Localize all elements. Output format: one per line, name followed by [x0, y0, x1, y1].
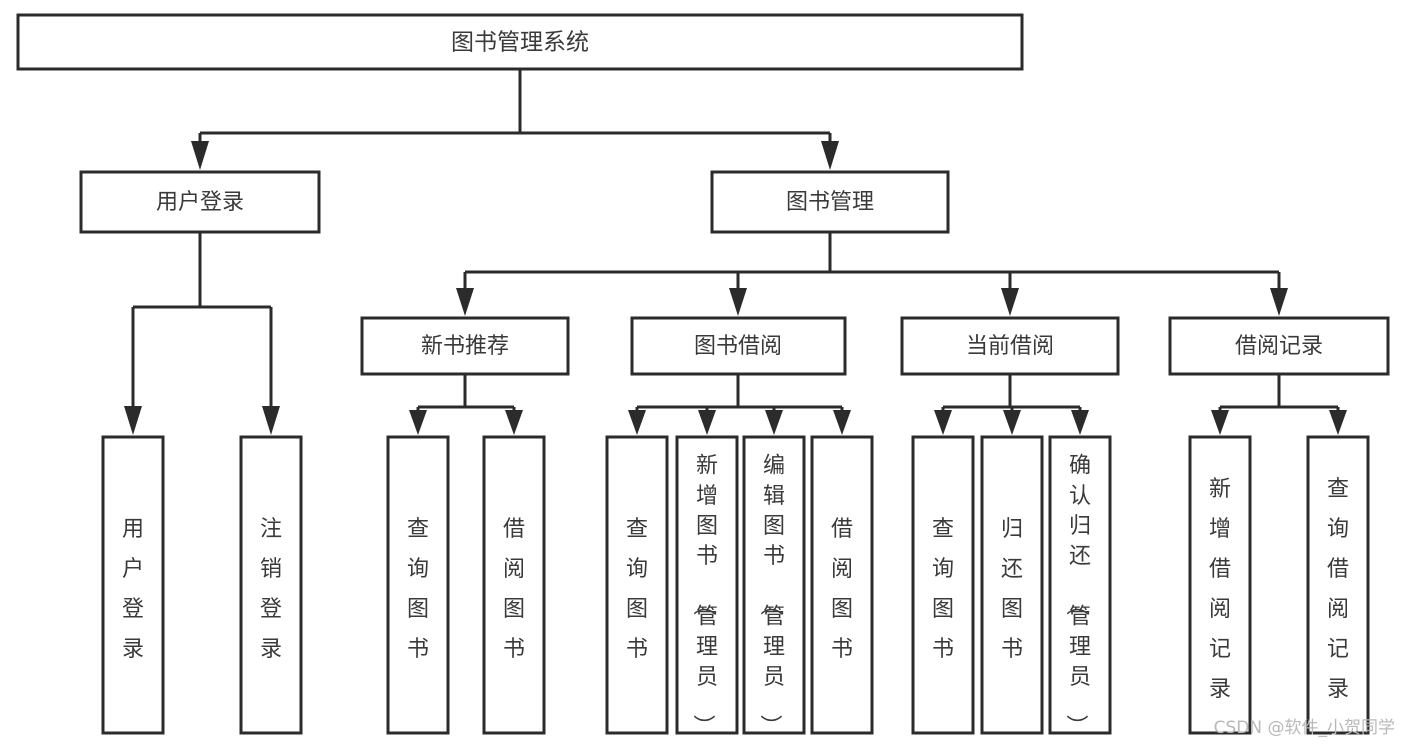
node-leaf-add-record[interactable]: 新增借阅记录: [1188, 435, 1252, 735]
node-new-book-rec-box[interactable]: [360, 316, 570, 376]
node-borrow-record-label: 借阅记录: [1235, 334, 1323, 359]
arrow-head-leaf-borrow-book-1: [505, 410, 523, 435]
node-root-box[interactable]: [16, 13, 1024, 71]
node-leaf-borrow-book-1-label: 借阅图书: [503, 517, 525, 662]
node-new-book-rec-label: 新书推荐: [421, 334, 509, 359]
node-current-borrow-box[interactable]: [900, 316, 1120, 376]
arrow-head-leaf-return-book: [1003, 410, 1021, 435]
node-leaf-query-book-1[interactable]: 查询图书: [386, 435, 450, 735]
csdn-watermark: CSDN @软件_小贺同学: [1214, 718, 1395, 738]
node-borrow-record-box[interactable]: [1168, 316, 1390, 376]
node-leaf-borrow-book-2-label: 借阅图书: [831, 517, 853, 662]
connector-layer: [124, 69, 1347, 435]
arrow-head-current-borrow: [1001, 288, 1019, 316]
node-leaf-user-logout-box[interactable]: [239, 435, 303, 735]
node-user-login-label: 用户登录: [156, 190, 244, 215]
node-new-book-rec[interactable]: 新书推荐: [360, 316, 570, 376]
arrow-head-user-login: [191, 141, 209, 170]
node-leaf-borrow-book-2-box[interactable]: [810, 435, 874, 735]
node-root-label: 图书管理系统: [451, 30, 589, 56]
node-leaf-borrow-book-2[interactable]: 借阅图书: [810, 435, 874, 735]
node-leaf-edit-book[interactable]: 编辑图书（管理员）: [742, 435, 806, 737]
arrow-head-leaf-query-book-3: [934, 410, 952, 435]
node-leaf-query-record-box[interactable]: [1306, 435, 1370, 735]
node-leaf-query-book-2-box[interactable]: [605, 435, 669, 735]
node-leaf-user-logout-label: 注销登录: [260, 517, 282, 662]
arrow-head-book-manage: [821, 141, 839, 170]
node-leaf-return-book[interactable]: 归还图书: [980, 435, 1044, 735]
arrow-head-leaf-add-book: [698, 410, 716, 435]
node-leaf-return-book-label: 归还图书: [1001, 517, 1023, 662]
node-leaf-borrow-book-1[interactable]: 借阅图书: [482, 435, 546, 735]
node-leaf-query-record-label: 查询借阅记录: [1327, 477, 1349, 702]
node-leaf-query-book-3-label: 查询图书: [932, 517, 954, 662]
node-borrow-record[interactable]: 借阅记录: [1168, 316, 1390, 376]
node-leaf-edit-book-label: 编辑图书（管理员）: [757, 454, 785, 737]
arrow-head-new-book-rec: [456, 288, 474, 316]
arrow-head-leaf-confirm-return: [1071, 410, 1089, 435]
node-leaf-query-book-2-label: 查询图书: [626, 517, 648, 662]
node-leaf-query-book-1-label: 查询图书: [407, 517, 429, 662]
node-leaf-user-logout[interactable]: 注销登录: [239, 435, 303, 735]
node-leaf-query-record[interactable]: 查询借阅记录: [1306, 435, 1370, 735]
node-root[interactable]: 图书管理系统: [16, 13, 1024, 71]
node-leaf-user-login-label: 用户登录: [122, 517, 144, 662]
node-leaf-query-book-3-box[interactable]: [911, 435, 975, 735]
node-user-login-box[interactable]: [79, 170, 321, 234]
node-book-manage[interactable]: 图书管理: [710, 170, 950, 234]
arrow-head-leaf-user-logout: [262, 406, 280, 435]
node-current-borrow-label: 当前借阅: [966, 334, 1054, 359]
arrow-head-leaf-borrow-book-2: [833, 410, 851, 435]
node-book-borrow-box[interactable]: [630, 316, 847, 376]
node-book-manage-label: 图书管理: [786, 190, 874, 215]
node-book-manage-box[interactable]: [710, 170, 950, 234]
arrow-head-borrow-record: [1270, 288, 1288, 316]
node-leaf-add-book-label: 新增图书（管理员）: [690, 454, 718, 737]
node-leaf-user-login-box[interactable]: [101, 435, 165, 735]
arrow-head-leaf-user-login: [124, 406, 142, 435]
node-leaf-confirm-return[interactable]: 确认归还（管理员）: [1048, 435, 1112, 737]
node-leaf-query-book-3[interactable]: 查询图书: [911, 435, 975, 735]
arrow-head-leaf-query-book-1: [409, 410, 427, 435]
node-leaf-borrow-book-1-box[interactable]: [482, 435, 546, 735]
node-book-borrow-label: 图书借阅: [694, 334, 782, 359]
node-leaf-edit-book-box[interactable]: [742, 435, 806, 735]
arrow-head-leaf-query-book-2: [628, 410, 646, 435]
node-leaf-add-book[interactable]: 新增图书（管理员）: [675, 435, 739, 737]
node-leaf-return-book-box[interactable]: [980, 435, 1044, 735]
node-leaf-user-login[interactable]: 用户登录: [101, 435, 165, 735]
node-leaf-add-record-box[interactable]: [1188, 435, 1252, 735]
node-leaf-add-record-label: 新增借阅记录: [1209, 477, 1231, 702]
node-leaf-query-book-1-box[interactable]: [386, 435, 450, 735]
arrow-head-leaf-edit-book: [765, 410, 783, 435]
node-leaf-confirm-return-label: 确认归还（管理员）: [1063, 454, 1091, 737]
arrow-head-leaf-add-record: [1211, 410, 1229, 435]
node-user-login[interactable]: 用户登录: [79, 170, 321, 234]
node-leaf-query-book-2[interactable]: 查询图书: [605, 435, 669, 735]
node-leaf-confirm-return-box[interactable]: [1048, 435, 1112, 735]
arrow-head-leaf-query-record: [1329, 410, 1347, 435]
node-current-borrow[interactable]: 当前借阅: [900, 316, 1120, 376]
node-leaf-add-book-box[interactable]: [675, 435, 739, 735]
arrow-head-book-borrow: [729, 288, 747, 316]
node-book-borrow[interactable]: 图书借阅: [630, 316, 847, 376]
